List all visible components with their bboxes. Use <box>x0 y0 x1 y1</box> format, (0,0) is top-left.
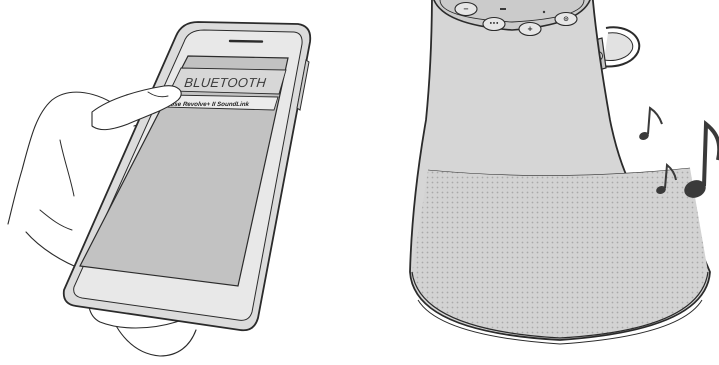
plus-button[interactable]: + <box>519 23 541 36</box>
svg-text:⊙: ⊙ <box>563 15 569 23</box>
device-name: Bose Revolve+ II SoundLink <box>166 101 250 108</box>
status-dot <box>543 11 545 13</box>
smartphone: BLUETOOTH Bose Revolve+ II SoundLink <box>64 22 311 330</box>
bluetooth-header: BLUETOOTH <box>184 75 268 90</box>
music-note-icon <box>682 124 719 201</box>
minus-button[interactable]: − <box>455 3 477 16</box>
speaker-handle-inner <box>604 33 633 61</box>
action-button[interactable]: ••• <box>483 18 505 31</box>
status-light <box>500 8 506 10</box>
music-note-icon <box>638 108 662 141</box>
svg-text:−: − <box>463 5 469 13</box>
multi-function-button[interactable]: ⊙ <box>555 13 577 26</box>
svg-text:+: + <box>527 25 533 33</box>
speaker: − ••• + ⊙ <box>400 0 719 350</box>
svg-text:•••: ••• <box>489 21 499 27</box>
earpiece <box>230 41 262 42</box>
speaker-grille <box>400 160 719 350</box>
